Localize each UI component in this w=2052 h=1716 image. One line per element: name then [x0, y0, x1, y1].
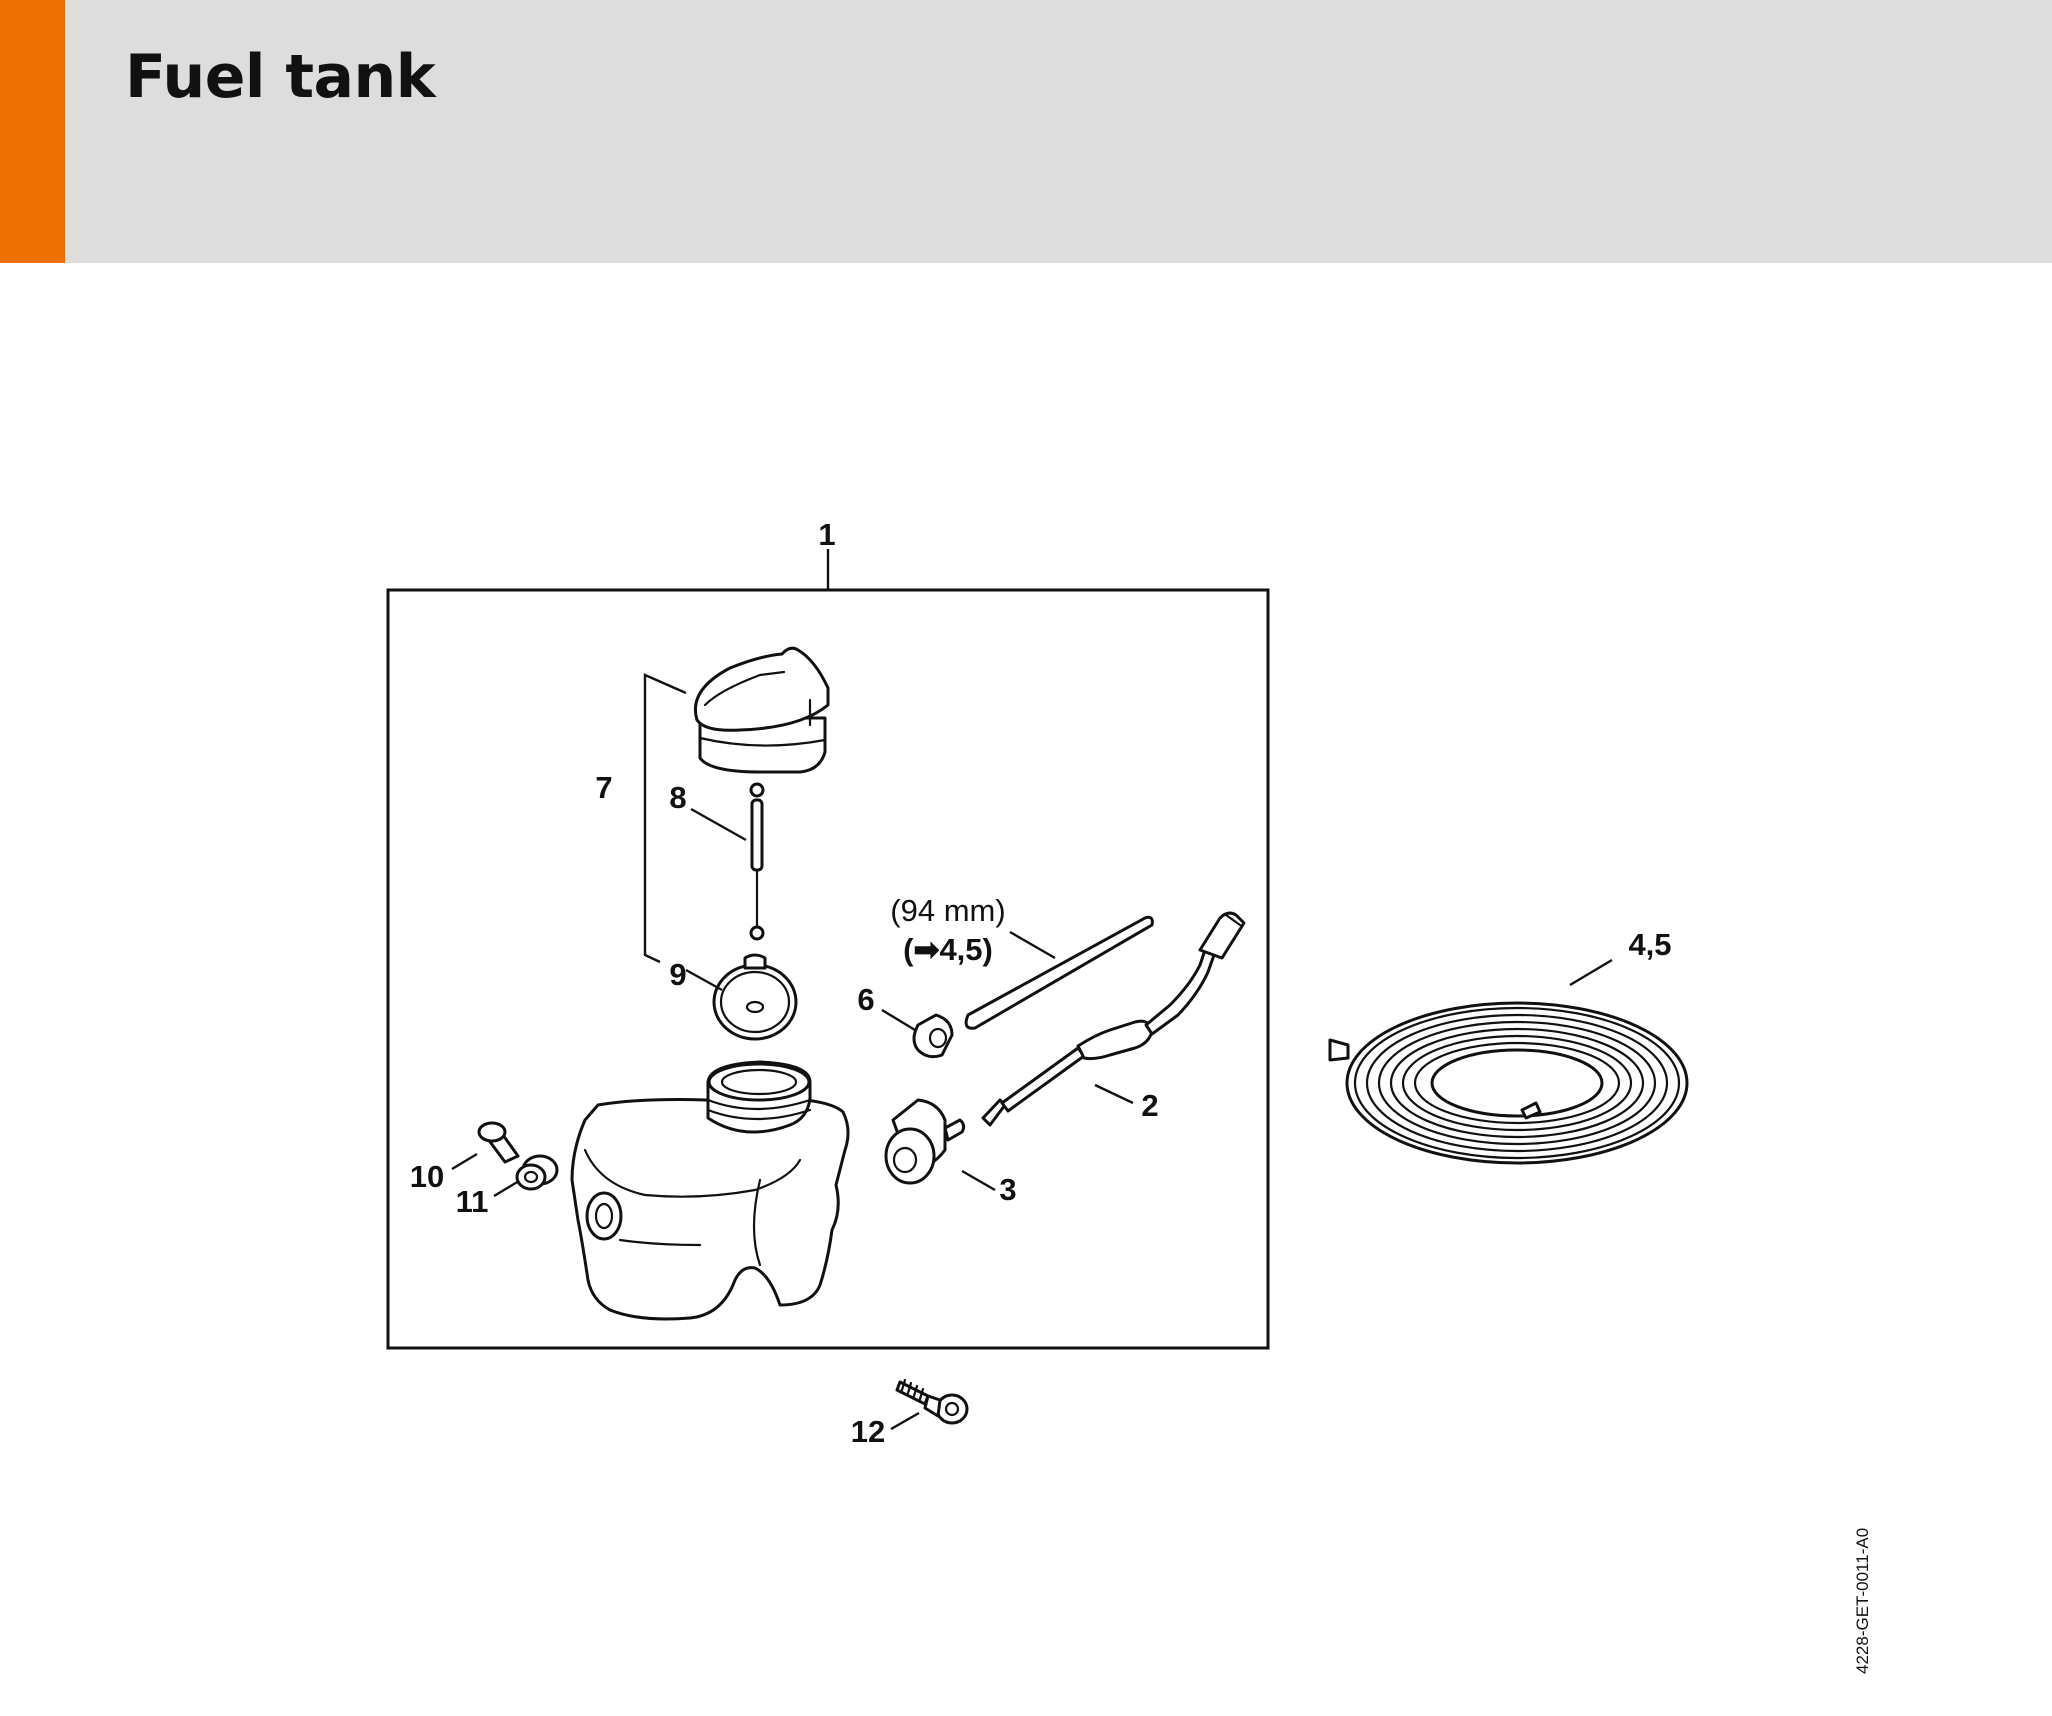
hose-ref-open: (	[903, 932, 914, 967]
bracket-7	[643, 673, 687, 964]
header-accent-bar	[0, 0, 65, 263]
leader-line-hose	[1009, 930, 1056, 960]
leader-line-10	[451, 1152, 478, 1171]
fuel-cap	[694, 646, 830, 774]
callout-9: 9	[669, 957, 686, 992]
fuel-tank	[570, 1060, 850, 1321]
retaining-cord	[749, 782, 765, 941]
grommet	[477, 1121, 520, 1164]
callout-1: 1	[818, 517, 835, 552]
leader-line-6	[881, 1008, 916, 1032]
plug	[515, 1154, 559, 1191]
screw	[895, 1378, 969, 1425]
leader-line-12	[890, 1411, 920, 1431]
hose-reference-note: (➡4,5)	[903, 932, 993, 967]
callout-12: 12	[851, 1414, 885, 1449]
fuel-hose	[964, 915, 1154, 1030]
arrow-right-icon: ➡	[913, 932, 939, 967]
callout-4-5: 4,5	[1628, 927, 1671, 962]
leader-line-11	[493, 1179, 520, 1198]
callout-11: 11	[456, 1184, 489, 1219]
callout-2: 2	[1141, 1088, 1158, 1123]
hose-length-note: (94 mm)	[890, 893, 1005, 928]
leader-line-2	[1094, 1083, 1134, 1105]
callout-7: 7	[595, 770, 612, 805]
fuel-hose-coil	[1328, 1001, 1689, 1165]
leader-line-8	[690, 807, 747, 842]
callout-10: 10	[410, 1159, 444, 1194]
callout-6: 6	[857, 982, 874, 1017]
fuel-pickup-line	[981, 911, 1246, 1127]
fitting	[912, 1013, 954, 1059]
seal	[712, 953, 798, 1041]
fuel-filter	[884, 1098, 966, 1185]
leader-line-9	[685, 968, 723, 992]
callout-8: 8	[669, 780, 686, 815]
callout-3: 3	[999, 1172, 1016, 1207]
document-id: 4228-GET-0011-A0	[1853, 1527, 1872, 1674]
leader-line-45	[1569, 958, 1613, 987]
leader-line-3	[961, 1169, 996, 1192]
page-header: Fuel tank	[0, 0, 2052, 263]
hose-ref-close: )	[983, 932, 993, 967]
hose-ref-value: 4,5	[939, 932, 982, 967]
page-title: Fuel tank	[125, 42, 436, 112]
